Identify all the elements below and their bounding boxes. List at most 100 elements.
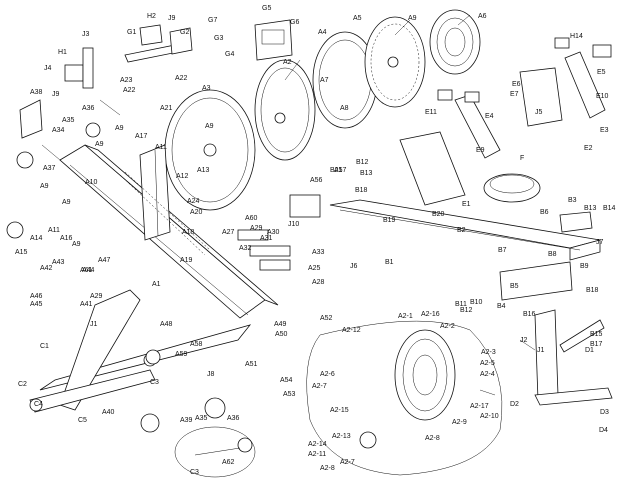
handle-block [64,47,94,89]
part-label: A2-17 [470,403,489,410]
part-label: B18 [586,287,599,294]
part-label: H1 [58,49,67,56]
part-label: A5 [353,15,362,22]
part-label: A2-14 [308,441,327,448]
leader-lines [41,14,536,396]
part-label: A22 [175,75,188,82]
part-label: E11 [425,109,437,116]
part-label: B13 [584,205,597,212]
part-label: B19 [383,217,396,224]
part-label: E5 [597,69,606,76]
part-label: A2-7 [312,383,327,390]
part-label: A58 [190,341,203,348]
part-label: G6 [290,19,299,26]
part-label: B12 [460,307,473,314]
part-label: A23 [120,77,133,84]
part-label: B13 [360,170,373,177]
part-label: B8 [548,251,557,258]
part-label: A1 [152,281,161,288]
roller-parts [6,122,253,453]
part-label: B12 [356,159,369,166]
part-label: A2 [283,59,292,66]
part-label: A17 [135,133,148,140]
part-label: A32 [239,245,252,252]
part-label: B16 [523,311,536,318]
part-label: C3 [190,469,199,476]
part-label: E1 [462,201,471,208]
rail-b4 [499,261,573,301]
part-label: A9 [62,199,71,206]
part-label: A9 [115,125,124,132]
front-stabilizer [29,289,157,413]
detail-circle-a62 [174,426,256,478]
part-label: A37 [43,165,56,172]
part-label: J5 [535,109,543,116]
part-label: F [520,155,524,162]
part-label: A46 [30,293,43,300]
part-label: A44 [82,267,95,274]
part-label: A2-9 [452,419,467,426]
part-label: A31 [260,235,273,242]
part-label: A2-11 [308,451,326,458]
part-label: B21 [330,167,343,174]
part-label: A4 [318,29,327,36]
part-label: D2 [510,401,519,408]
part-label: A9 [95,141,104,148]
part-label: A6 [478,13,487,20]
part-label: A12 [176,173,189,180]
part-label: J1 [90,321,98,328]
flywheel-subassembly [306,320,503,476]
part-label: B9 [580,263,589,270]
part-label: A2-6 [320,371,335,378]
part-label: J10 [288,221,299,228]
part-label: D1 [585,347,594,354]
part-label: E10 [596,93,609,100]
part-label: B3 [568,197,577,204]
grille-a6 [429,9,481,75]
part-label: B10 [470,299,483,306]
part-label: A2-15 [330,407,349,414]
part-label: A52 [320,315,333,322]
rear-stand-d1 [534,309,613,406]
bracket-b3 [559,211,593,233]
part-label: A2-5 [480,360,495,367]
air-cage-a5 [364,16,426,108]
part-label: A2-8 [320,465,335,472]
part-label: B18 [355,187,368,194]
part-label: A47 [98,257,111,264]
part-label: J4 [44,65,52,72]
part-label: A36 [82,105,95,112]
part-label: A2-1 [398,313,413,320]
part-label: A29 [90,293,103,300]
part-label: E4 [485,113,494,120]
seat-f [483,173,541,203]
part-label: J7 [596,239,604,246]
part-label: B15 [590,331,603,338]
part-label: A27 [222,229,235,236]
part-label: A45 [30,301,43,308]
part-label: A2-4 [480,371,495,378]
part-label: A25 [308,265,321,272]
part-label: A24 [187,198,200,205]
part-label: A61 [80,267,93,274]
part-label: A42 [40,265,53,272]
seat-rail-b1 [329,199,601,261]
part-label: G4 [225,51,234,58]
part-label: B17 [590,341,603,348]
part-label: A9 [40,183,49,190]
part-label: A50 [275,331,288,338]
part-label: A40 [102,409,115,416]
part-label: D4 [599,427,608,434]
part-label: A29 [250,225,263,232]
part-label: A3 [202,85,211,92]
part-label: A2-8 [425,435,440,442]
part-label: A2-7 [340,459,355,466]
part-label: A9 [408,15,417,22]
part-label: B7 [498,247,507,254]
part-label: A13 [197,167,210,174]
part-label: G2 [180,29,189,36]
part-label: A18 [182,229,195,236]
part-label: A9 [72,241,81,248]
foot-plates [437,37,612,159]
